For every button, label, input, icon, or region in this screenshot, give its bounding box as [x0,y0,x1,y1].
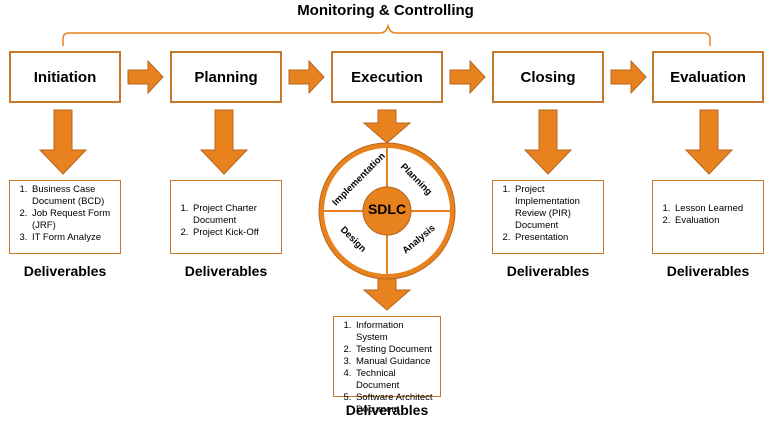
deliverables-label-execution: Deliverables [345,402,429,418]
right-arrow-1 [127,59,164,95]
down-arrow-initiation [38,109,88,175]
list-item: Business Case Document (BCD) [30,184,117,208]
deliverables-label-planning: Deliverables [184,263,268,279]
list-item: Presentation [513,232,600,244]
deliverables-label-initiation: Deliverables [23,263,107,279]
list-item: Job Request Form (JRF) [30,208,117,232]
deliverables-label-evaluation: Deliverables [666,263,750,279]
list-item: Project Charter Document [191,203,278,227]
list-item: Project Implementation Review (PIR) Docu… [513,184,600,232]
list-item: IT Form Analyze [30,232,117,244]
list-item: Manual Guidance [354,356,437,368]
phase-closing: Closing [492,51,604,103]
list-item: Software Architect Document [354,392,437,416]
down-arrow-sdlc [362,277,412,311]
right-arrow-4 [610,59,647,95]
sdlc-circle [318,142,456,280]
list-item: Information System [354,320,437,344]
phase-evaluation: Evaluation [652,51,764,103]
deliverables-initiation: Business Case Document (BCD) Job Request… [9,180,121,254]
list-item: Lesson Learned [673,203,760,215]
list-item: Testing Document [354,344,437,356]
list-item: Project Kick-Off [191,227,278,239]
deliverables-execution: Information System Testing Document Manu… [333,316,441,415]
deliverables-evaluation: Lesson Learned Evaluation [652,180,764,254]
list-item: Evaluation [673,215,760,227]
monitoring-bracket [62,23,711,46]
phase-planning: Planning [170,51,282,103]
down-arrow-execution [362,109,412,144]
phase-execution: Execution [331,51,443,103]
sdlc-center-label: SDLC [367,201,407,217]
down-arrow-closing [523,109,573,175]
right-arrow-3 [449,59,486,95]
down-arrow-evaluation [684,109,734,175]
list-item: Technical Document [354,368,437,392]
deliverables-label-closing: Deliverables [506,263,590,279]
diagram-title: Monitoring & Controlling [297,2,474,19]
down-arrow-planning [199,109,249,175]
deliverables-closing: Project Implementation Review (PIR) Docu… [492,180,604,254]
right-arrow-2 [288,59,325,95]
phase-initiation: Initiation [9,51,121,103]
deliverables-planning: Project Charter Document Project Kick-Of… [170,180,282,254]
